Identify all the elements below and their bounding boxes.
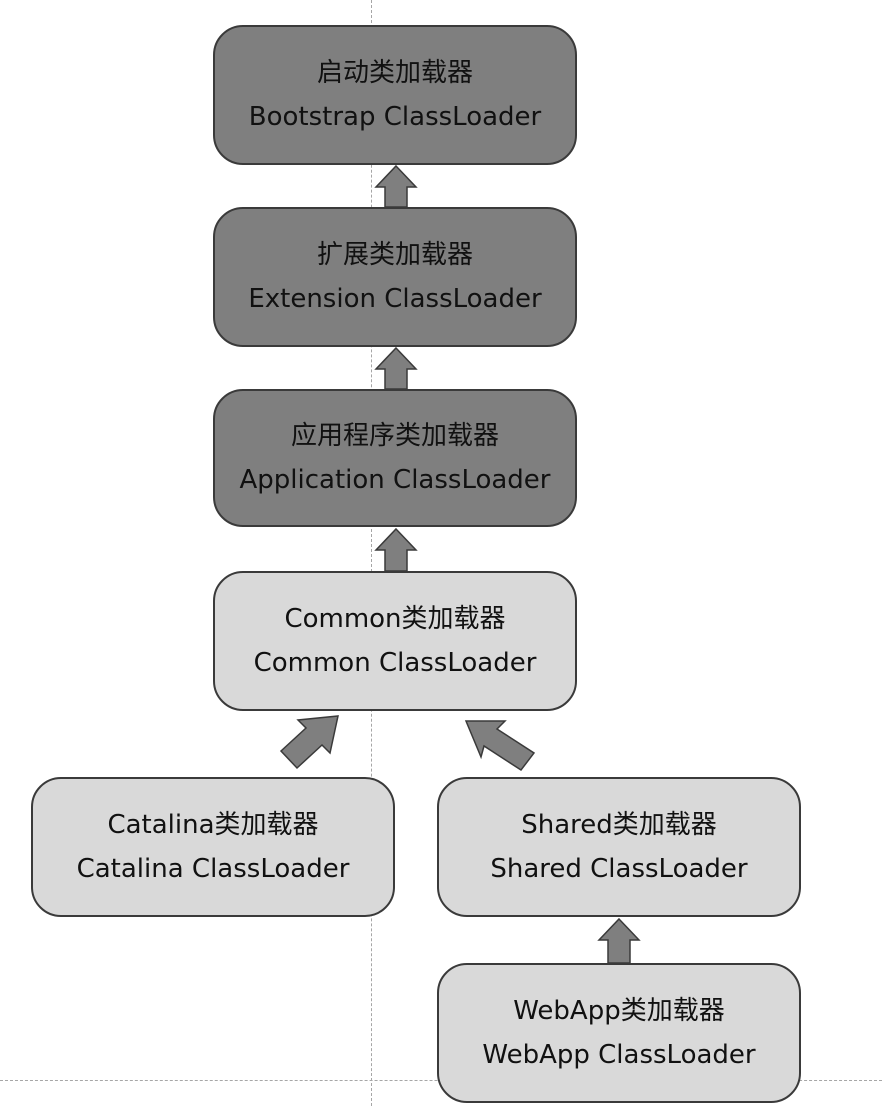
node-label-en: Common ClassLoader bbox=[253, 648, 537, 678]
node-label-cn: WebApp类加载器 bbox=[513, 996, 725, 1026]
node-label-en: Shared ClassLoader bbox=[490, 854, 748, 884]
node-label-cn: Catalina类加载器 bbox=[107, 810, 319, 840]
catalina-classloader-box: Catalina类加载器 Catalina ClassLoader bbox=[31, 777, 395, 917]
application-classloader-box: 应用程序类加载器 Application ClassLoader bbox=[213, 389, 577, 527]
node-label-en: Extension ClassLoader bbox=[248, 284, 542, 314]
arrow-webapp-to-shared bbox=[597, 917, 641, 964]
node-label-en: Catalina ClassLoader bbox=[76, 854, 350, 884]
node-label-en: Bootstrap ClassLoader bbox=[248, 102, 542, 132]
node-label-cn: 扩展类加载器 bbox=[316, 240, 473, 270]
node-label-cn: 应用程序类加载器 bbox=[290, 421, 499, 451]
node-label-cn: Shared类加载器 bbox=[521, 810, 717, 840]
shared-classloader-box: Shared类加载器 Shared ClassLoader bbox=[437, 777, 801, 917]
common-classloader-box: Common类加载器 Common ClassLoader bbox=[213, 571, 577, 711]
node-label-en: Application ClassLoader bbox=[239, 465, 551, 495]
arrow-shared-to-common bbox=[464, 720, 536, 772]
arrow-catalina-to-common bbox=[279, 715, 339, 770]
bootstrap-classloader-box: 启动类加载器 Bootstrap ClassLoader bbox=[213, 25, 577, 165]
arrow-application-to-extension bbox=[374, 346, 418, 390]
node-label-cn: Common类加载器 bbox=[284, 604, 506, 634]
extension-classloader-box: 扩展类加载器 Extension ClassLoader bbox=[213, 207, 577, 347]
webapp-classloader-box: WebApp类加载器 WebApp ClassLoader bbox=[437, 963, 801, 1103]
vertical-guide-line bbox=[371, 0, 372, 1106]
arrow-extension-to-bootstrap bbox=[374, 164, 418, 208]
node-label-en: WebApp ClassLoader bbox=[482, 1040, 756, 1070]
arrow-common-to-application bbox=[374, 527, 418, 572]
node-label-cn: 启动类加载器 bbox=[316, 58, 473, 88]
